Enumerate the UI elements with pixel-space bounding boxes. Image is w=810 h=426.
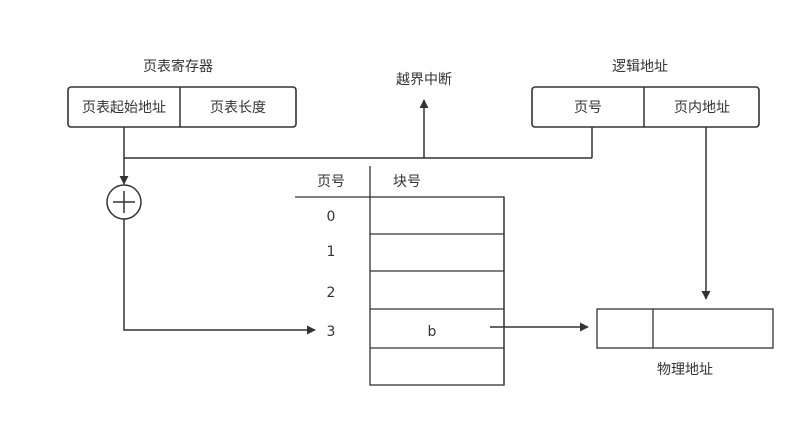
page-table-col-page: 页号 — [317, 174, 345, 190]
in-page-address-field: 页内地址 — [674, 100, 730, 116]
page-number-cell: 3 — [327, 324, 336, 340]
physical-address — [596, 308, 774, 349]
physical-address-box — [596, 308, 774, 349]
page-number-cell: 0 — [327, 209, 336, 225]
adder-to-entry-arrow — [123, 219, 316, 335]
physical-address-title: 物理地址 — [657, 362, 713, 378]
overflow-interrupt-label: 越界中断 — [396, 72, 452, 88]
page-table-register-title: 页表寄存器 — [143, 58, 213, 75]
page-table-col-block: 块号 — [393, 174, 421, 190]
block-number-cell: b — [428, 324, 437, 340]
logical-page-number-field: 页号 — [574, 100, 602, 116]
page-number-cell: 2 — [327, 285, 336, 301]
page-table-length-field: 页表长度 — [210, 100, 266, 116]
logical-address-title: 逻辑地址 — [612, 59, 668, 75]
page-number-cell: 1 — [327, 244, 336, 260]
logical-address-box — [531, 86, 760, 128]
block-column — [369, 196, 505, 386]
page-table-register: 页表起始地址 页表长度 — [67, 86, 297, 128]
logical-address: 页号 页内地址 — [531, 86, 760, 128]
page-table-start-address-field: 页表起始地址 — [82, 100, 166, 116]
adder-plus-circle-icon — [106, 184, 142, 220]
page-table-register-box — [67, 86, 297, 128]
page-table: 页号 块号 0 1 2 3 b — [295, 166, 505, 386]
